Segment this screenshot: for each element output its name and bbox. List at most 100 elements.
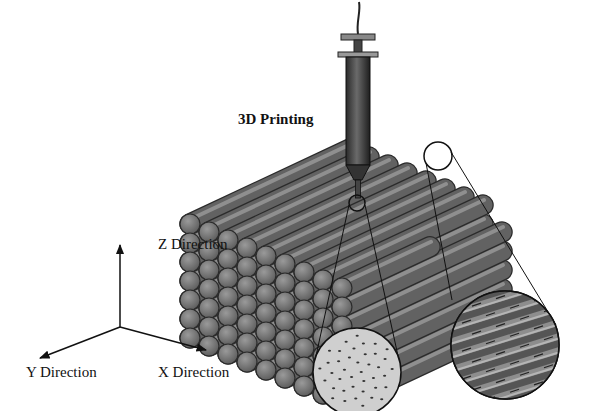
fiber-dot <box>331 397 334 399</box>
fiber-streak <box>520 288 529 291</box>
fiber-dot <box>330 372 333 374</box>
filament-end <box>218 344 238 364</box>
filament-end <box>256 284 276 304</box>
fiber-streak <box>544 365 553 368</box>
filament-end <box>237 257 257 277</box>
filament-end <box>199 279 219 299</box>
filament-end <box>275 330 295 350</box>
filament-end <box>313 270 333 290</box>
fiber-streak <box>486 341 495 344</box>
filament-end <box>332 278 352 298</box>
fiber-streak <box>462 404 471 407</box>
fiber-dot <box>354 398 357 400</box>
fiber-dot <box>377 366 380 368</box>
fiber-dot <box>342 390 345 392</box>
filament-end <box>256 322 276 342</box>
filament-end <box>199 336 219 356</box>
axis-label: Y Direction <box>26 364 97 381</box>
fiber-dot <box>385 348 388 350</box>
fiber-dot <box>343 400 346 402</box>
fiber-streak <box>462 292 471 295</box>
fiber-dot <box>328 350 331 352</box>
filament-end <box>199 298 219 318</box>
fiber-dot <box>374 353 377 355</box>
fiber-streak <box>472 331 481 334</box>
filament-end <box>218 306 238 326</box>
filament-end <box>218 287 238 307</box>
fiber-dot <box>391 368 394 370</box>
process-label: 3D Printing <box>238 111 313 128</box>
filament-end <box>237 276 257 296</box>
fiber-dot <box>383 358 386 360</box>
fiber-dot <box>370 397 373 399</box>
filament-end <box>237 352 257 372</box>
fiber-dot <box>383 375 386 377</box>
fiber-streak <box>496 352 505 355</box>
fiber-dot <box>362 380 365 382</box>
fiber-dot <box>356 362 359 364</box>
cross-section-magnifier <box>313 195 401 411</box>
filament-end <box>256 265 276 285</box>
fiber-streak <box>510 277 519 280</box>
filament-outline <box>342 247 430 288</box>
filament-end <box>237 314 257 334</box>
filament-end <box>275 349 295 369</box>
fiber-dot <box>367 363 370 365</box>
filament-end <box>199 260 219 280</box>
filament-outline <box>342 232 502 307</box>
fiber-streak <box>544 337 553 340</box>
filament-end <box>256 341 276 361</box>
filament-end <box>275 292 295 312</box>
fiber-dot <box>337 360 340 362</box>
fiber-dot <box>338 350 341 352</box>
fiber-streak <box>520 316 529 319</box>
fiber-streak <box>486 369 495 372</box>
filament-sheen <box>440 377 570 411</box>
fiber-dot <box>361 390 364 392</box>
fiber-dot <box>345 341 348 343</box>
fiber-dot <box>374 343 377 345</box>
fiber-streak <box>472 303 481 306</box>
fiber-streak <box>520 344 529 347</box>
filament-end <box>237 295 257 315</box>
axis-label: Z Direction <box>158 236 228 253</box>
filament-end <box>256 303 276 323</box>
filament-end <box>237 333 257 353</box>
filament-highlight <box>343 227 503 302</box>
fiber-streak <box>472 359 481 362</box>
fiber-streak <box>486 313 495 316</box>
filament-end <box>180 252 200 272</box>
fiber-dot <box>350 376 353 378</box>
filament-end <box>180 290 200 310</box>
filament-end <box>275 273 295 293</box>
fiber-streak <box>486 285 495 288</box>
syringe <box>338 2 378 198</box>
fiber-dot <box>348 356 351 358</box>
fiber-dot <box>364 353 367 355</box>
fiber-dot <box>343 369 346 371</box>
fiber-dot <box>360 371 363 373</box>
fiber-streak <box>544 281 553 284</box>
filament-end <box>294 376 314 396</box>
fiber-streak <box>510 389 519 392</box>
fiber-dot <box>318 368 321 370</box>
filament-end <box>237 238 257 258</box>
filament-end <box>332 297 352 317</box>
filament-end <box>294 338 314 358</box>
axis-label: X Direction <box>158 364 229 381</box>
fiber-dot <box>332 387 335 389</box>
filament-end <box>294 300 314 320</box>
filament-end <box>256 246 276 266</box>
filament-end <box>218 325 238 345</box>
fiber-streak <box>510 361 519 364</box>
fiber-streak <box>534 354 543 357</box>
filament-end <box>275 311 295 331</box>
filament-body <box>342 247 430 288</box>
filament-end <box>294 281 314 301</box>
filament-end <box>199 317 219 337</box>
fiber-dot <box>374 387 377 389</box>
fiber-dot <box>362 343 365 345</box>
fiber-dot <box>384 386 387 388</box>
filament-end <box>275 368 295 388</box>
